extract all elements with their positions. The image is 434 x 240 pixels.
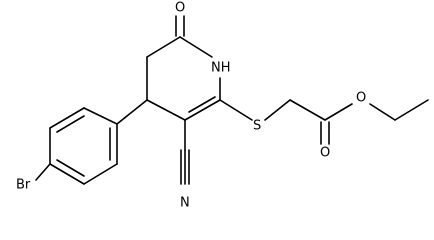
carbonyl-oxygen-label: O xyxy=(320,146,330,161)
bond-s-ch2 xyxy=(264,99,291,121)
bond-c2-s xyxy=(219,99,253,121)
bromophenyl-ring xyxy=(35,99,148,185)
bromine-label: Br xyxy=(16,178,31,193)
nitrile-nitrogen-label: N xyxy=(180,196,190,211)
molecule-structure: Br N S NH O O O xyxy=(16,1,429,211)
thioacetate-chain xyxy=(219,99,429,145)
ester-oxygen-label: O xyxy=(356,91,366,106)
sulfur-label: S xyxy=(253,119,261,134)
bond-ph-inner-1 xyxy=(56,115,85,133)
amide-nitrogen-label: NH xyxy=(211,61,231,76)
bond-ph-2 xyxy=(49,107,85,129)
bond-c6-c5 xyxy=(146,36,181,58)
bond-ph-4 xyxy=(49,163,85,185)
bond-ch2-ch3 xyxy=(394,99,429,121)
bond-n1-c6 xyxy=(179,36,213,58)
bond-ph-br xyxy=(35,163,51,181)
bond-c-oester xyxy=(324,103,353,121)
bond-ch2-c xyxy=(289,99,326,121)
ketone-group xyxy=(175,15,185,37)
bond-ph-inner-2 xyxy=(56,159,85,177)
bond-ph-1 xyxy=(83,107,118,125)
bond-ph-5 xyxy=(83,163,118,185)
pyridinone-ring xyxy=(146,36,221,121)
ketone-oxygen-label: O xyxy=(175,1,185,16)
nitrile-group xyxy=(180,119,190,185)
bond-oester-ch2 xyxy=(369,103,396,121)
bond-c3-c2 xyxy=(184,99,221,121)
bond-c4-phenyl xyxy=(116,99,148,125)
bond-c4-c3 xyxy=(146,99,186,121)
bond-c3-c2-double xyxy=(188,96,216,113)
